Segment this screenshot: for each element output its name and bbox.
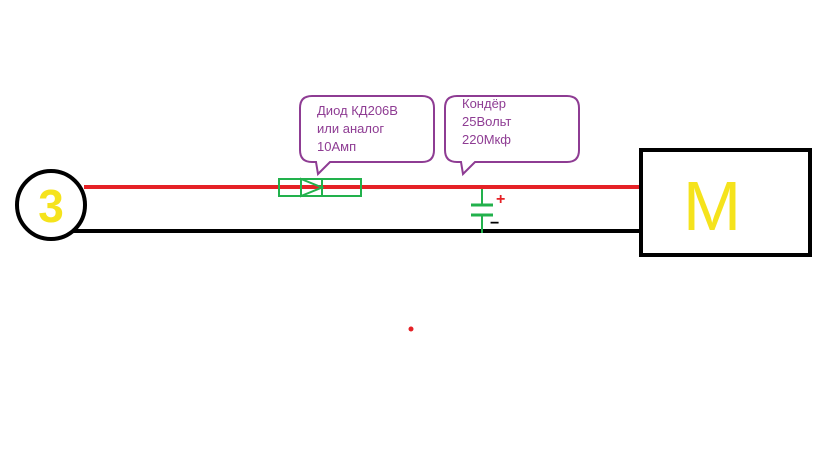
load-box xyxy=(639,148,812,257)
capacitor-plus-sign: + xyxy=(496,191,505,208)
diode-note-line-3: 10Амп xyxy=(317,139,356,154)
load: M xyxy=(639,148,812,257)
diode xyxy=(278,177,362,198)
source-label: 3 xyxy=(38,180,64,232)
diode-callout: Диод КД206В или аналог 10Амп xyxy=(299,95,435,177)
diode-body xyxy=(278,178,362,197)
diode-callout-bubble xyxy=(299,95,435,177)
diode-note-line-1: Диод КД206В xyxy=(317,103,398,118)
capacitor-note-line-2: 25Вольт xyxy=(462,114,511,129)
capacitor-minus-sign: − xyxy=(490,215,499,232)
capacitor-callout-bubble xyxy=(444,95,580,177)
capacitor-callout: Кондёр 25Вольт 220Мкф xyxy=(444,95,580,177)
load-label: M xyxy=(683,167,741,245)
source-circle xyxy=(15,169,87,241)
capacitor: + − xyxy=(471,189,505,233)
diode-note-line-2: или аналог xyxy=(317,121,384,136)
capacitor-note-line-1: Кондёр xyxy=(462,96,506,111)
source: 3 xyxy=(15,169,87,241)
capacitor-note-line-3: 220Мкф xyxy=(462,132,511,147)
stray-dot xyxy=(408,326,414,332)
diode-triangle xyxy=(300,177,325,198)
